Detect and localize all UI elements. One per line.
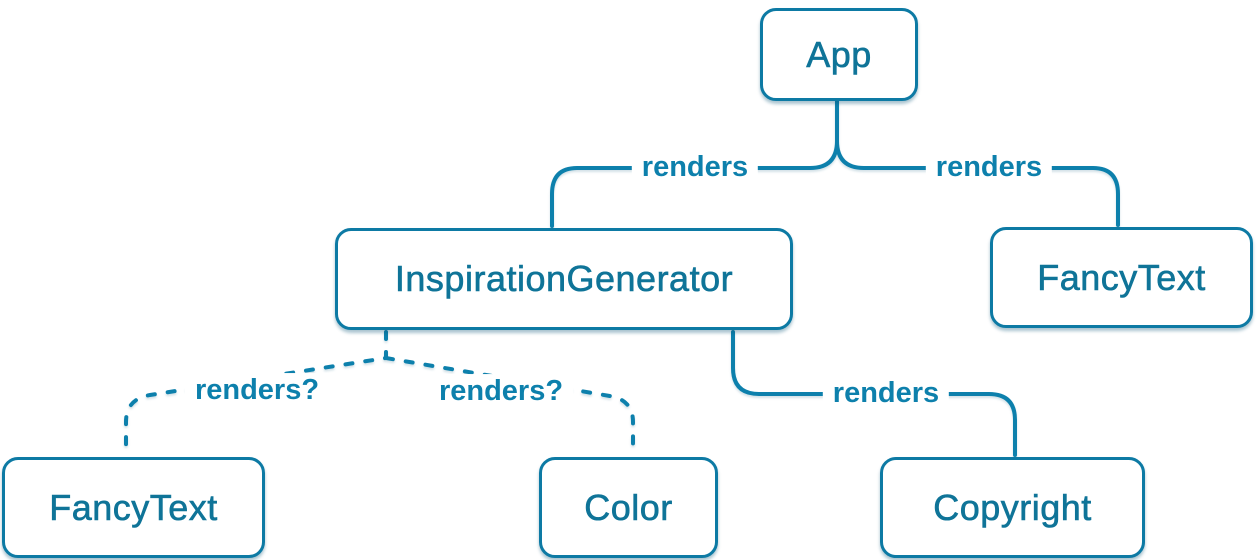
edge-label-app-inspirationgenerator: renders <box>631 150 759 186</box>
edge-label-inspirationgenerator-color: renders? <box>428 374 574 410</box>
edge-label-inspirationgenerator-fancytext: renders? <box>184 373 330 409</box>
node-app-label: App <box>806 33 872 75</box>
node-fancy-text-bottom: FancyText <box>2 457 265 558</box>
node-fancy-text-top: FancyText <box>990 227 1253 328</box>
edge-label-app-fancytext: renders <box>925 150 1053 186</box>
node-copyright: Copyright <box>880 457 1145 558</box>
edge-inspirationgenerator-color-dashed-path <box>384 356 635 457</box>
node-inspiration-generator: InspirationGenerator <box>335 228 793 330</box>
node-color-label: Color <box>584 486 673 528</box>
node-copyright-label: Copyright <box>933 486 1092 528</box>
node-fancy-text-top-label: FancyText <box>1037 256 1206 298</box>
node-inspiration-generator-label: InspirationGenerator <box>394 258 734 300</box>
node-fancy-text-bottom-label: FancyText <box>49 486 218 528</box>
edge-inspirationgenerator-fancytext-dashed-path <box>124 330 388 457</box>
node-color: Color <box>539 457 718 558</box>
edge-label-inspirationgenerator-copyright: renders <box>822 376 950 412</box>
node-app: App <box>760 8 918 101</box>
